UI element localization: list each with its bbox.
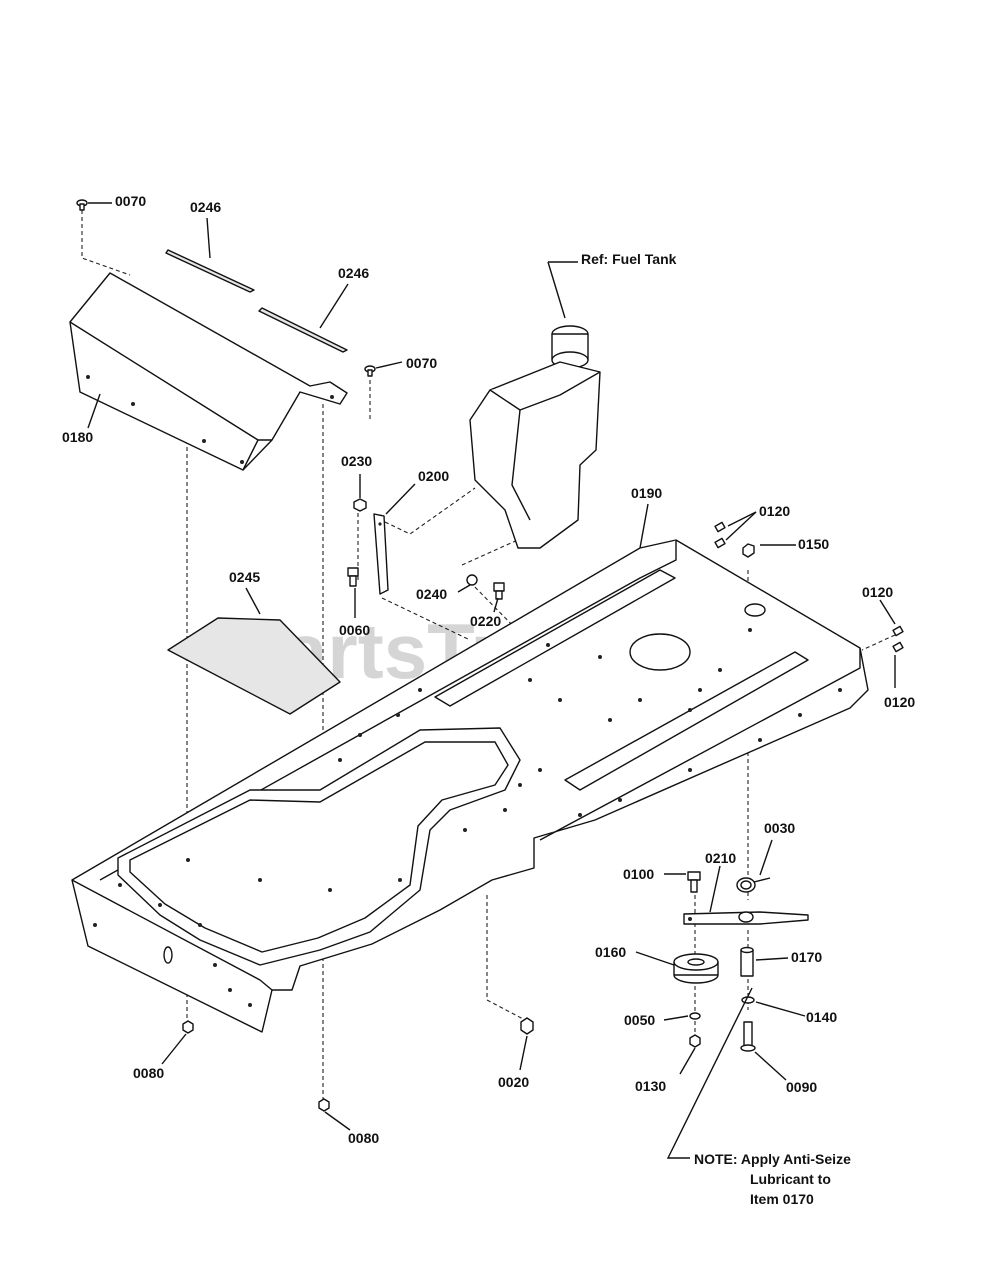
label-0130[interactable]: 0130 — [635, 1078, 666, 1094]
label-0030[interactable]: 0030 — [764, 820, 795, 836]
label-0120-b[interactable]: 0120 — [862, 584, 893, 600]
cover-shield-0180[interactable] — [69, 272, 348, 471]
label-0100[interactable]: 0100 — [623, 866, 654, 882]
idler-arm-0210[interactable] — [683, 911, 809, 925]
label-0230[interactable]: 0230 — [341, 453, 372, 469]
bracket-0200[interactable] — [373, 513, 389, 595]
label-0080-a[interactable]: 0080 — [133, 1065, 164, 1081]
label-0245[interactable]: 0245 — [229, 569, 260, 585]
washer-0140[interactable] — [741, 996, 755, 1004]
bolt-0090[interactable] — [740, 1021, 756, 1052]
label-0070-top[interactable]: 0070 — [115, 193, 146, 209]
nut-0080-b[interactable] — [318, 1098, 330, 1112]
label-0120-a[interactable]: 0120 — [759, 503, 790, 519]
bolt-0060[interactable] — [347, 567, 359, 587]
label-0020[interactable]: 0020 — [498, 1074, 529, 1090]
bolt-0100[interactable] — [687, 871, 701, 893]
label-0240[interactable]: 0240 — [416, 586, 447, 602]
label-0120-c[interactable]: 0120 — [884, 694, 915, 710]
screw-0070-a[interactable] — [76, 199, 88, 211]
nut-0150[interactable] — [742, 543, 755, 558]
label-0246-a[interactable]: 0246 — [190, 199, 221, 215]
label-0190[interactable]: 0190 — [631, 485, 662, 501]
screw-0120-c[interactable] — [892, 641, 904, 653]
label-0140[interactable]: 0140 — [806, 1009, 837, 1025]
label-fuel-tank-ref[interactable]: Ref: Fuel Tank — [581, 251, 677, 267]
label-0170[interactable]: 0170 — [791, 949, 822, 965]
bolt-0220[interactable] — [493, 582, 505, 600]
part-labels: 0070 0246 0246 0070 0180 Ref: Fuel Tank … — [62, 193, 915, 1146]
label-0150[interactable]: 0150 — [798, 536, 829, 552]
label-0200[interactable]: 0200 — [418, 468, 449, 484]
label-0090[interactable]: 0090 — [786, 1079, 817, 1095]
nut-0240[interactable] — [466, 574, 478, 586]
spring-0030[interactable] — [736, 877, 771, 893]
note-line-2: Lubricant to — [750, 1171, 831, 1187]
nut-0020[interactable] — [520, 1017, 534, 1035]
nut-0080-a[interactable] — [182, 1020, 194, 1034]
label-0180[interactable]: 0180 — [62, 429, 93, 445]
pad-0245[interactable] — [167, 617, 341, 715]
note-line-1: NOTE: Apply Anti-Seize — [694, 1151, 851, 1167]
screw-0120-a[interactable] — [714, 521, 726, 549]
leader-lines — [87, 202, 896, 1159]
note-line-3: Item 0170 — [750, 1191, 814, 1207]
strip-0246-b[interactable] — [258, 307, 348, 353]
screw-0070-b[interactable] — [364, 365, 376, 377]
nut-0130[interactable] — [689, 1034, 701, 1048]
nut-0230[interactable] — [353, 498, 367, 512]
label-0050[interactable]: 0050 — [624, 1012, 655, 1028]
frame-0190[interactable] — [71, 539, 869, 1033]
label-0060[interactable]: 0060 — [339, 622, 370, 638]
label-0220[interactable]: 0220 — [470, 613, 501, 629]
strip-0246-a[interactable] — [165, 249, 255, 293]
pulley-0160[interactable] — [673, 953, 719, 984]
fuel-tank — [469, 325, 601, 549]
washer-0050[interactable] — [689, 1012, 701, 1020]
label-0210[interactable]: 0210 — [705, 850, 736, 866]
lubricant-note: NOTE: Apply Anti-Seize Lubricant to Item… — [694, 1151, 851, 1207]
label-0160[interactable]: 0160 — [595, 944, 626, 960]
screw-0120-b[interactable] — [892, 625, 904, 637]
label-0246-b[interactable]: 0246 — [338, 265, 369, 281]
label-0080-b[interactable]: 0080 — [348, 1130, 379, 1146]
label-0070-b[interactable]: 0070 — [406, 355, 437, 371]
spacer-0170[interactable] — [740, 946, 754, 977]
